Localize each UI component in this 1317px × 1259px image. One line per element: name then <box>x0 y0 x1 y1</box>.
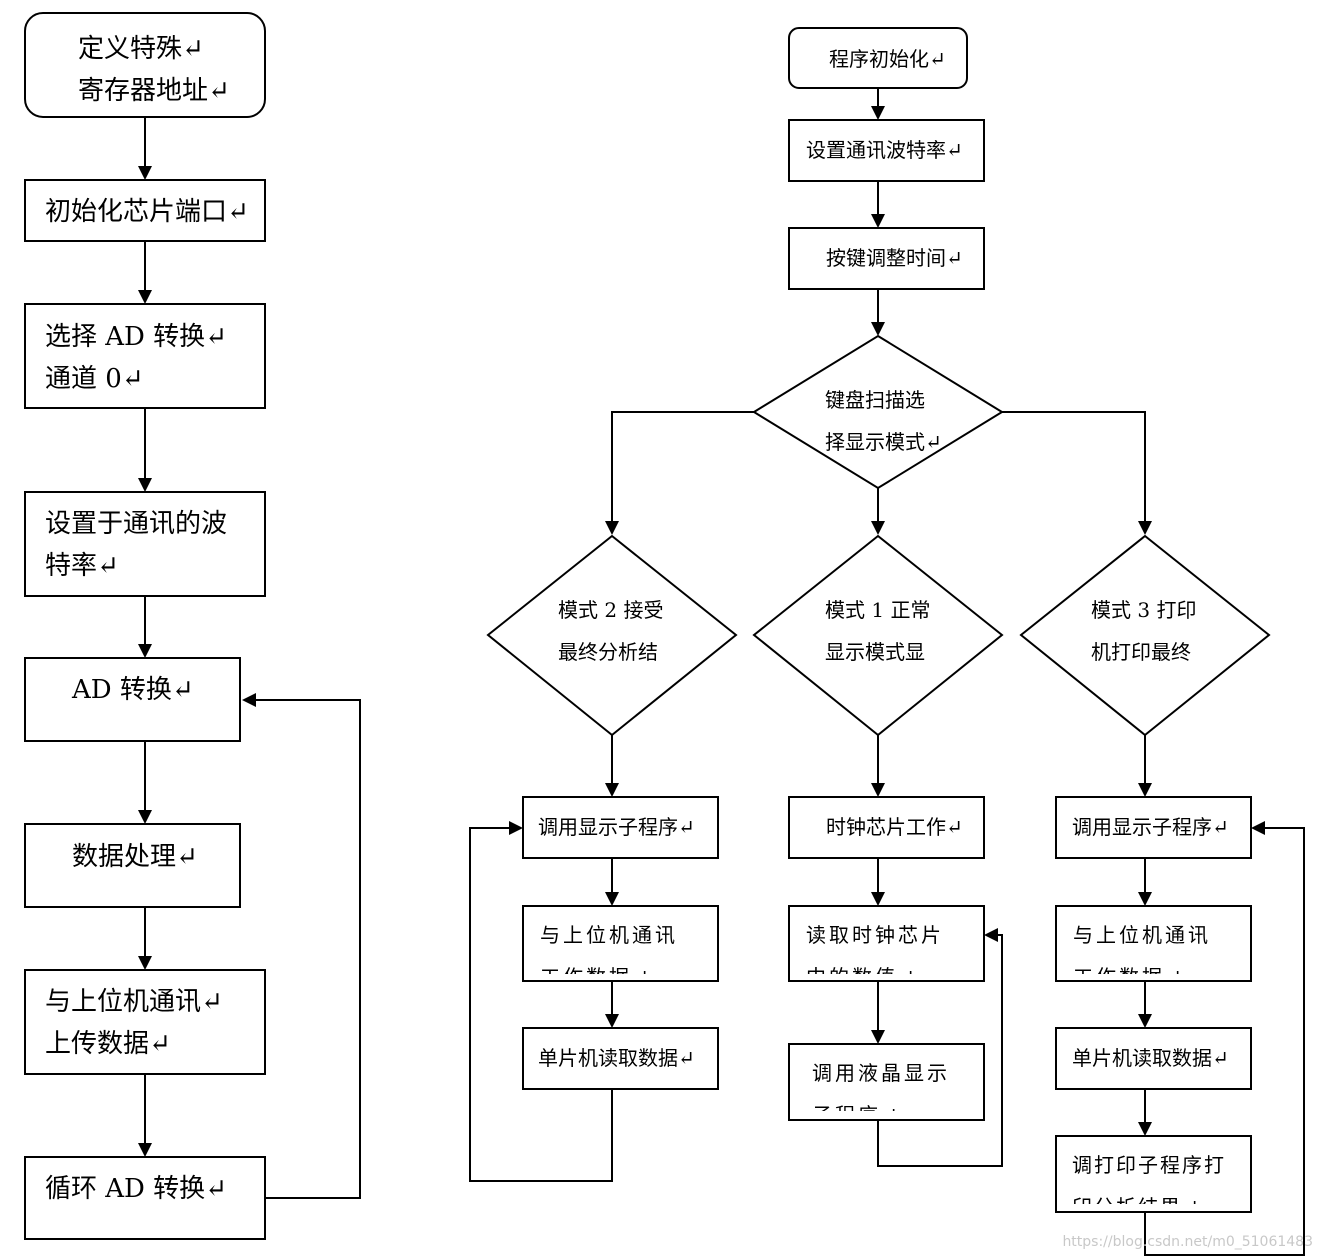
m3-upload-node <box>1055 905 1252 982</box>
select-ad-channel-node <box>24 303 266 409</box>
m2-read-data-label: 单片机读取数据↵ <box>538 1046 695 1070</box>
loop-ad-node <box>24 1156 266 1240</box>
m1-read-clock-node <box>788 905 985 982</box>
m3-read-data-label: 单片机读取数据↵ <box>1072 1046 1229 1070</box>
m3-call-display-label: 调用显示子程序↵ <box>1072 815 1229 839</box>
key-adjust-time-label: 按键调整时间↵ <box>826 246 963 270</box>
ad-convert-label: AD 转换↵ <box>71 675 194 705</box>
m2-read-data-node <box>522 1027 719 1090</box>
m3-print-node <box>1055 1135 1252 1213</box>
upload-data-node <box>24 969 266 1075</box>
mode3-label: 模式 3 打印机打印最终 <box>1091 598 1196 664</box>
program-init-label: 程序初始化↵ <box>829 47 946 71</box>
right-connectors <box>469 88 1305 1256</box>
mode1-label: 模式 1 正常显示模式显 <box>825 598 930 664</box>
right-flowchart: 程序初始化↵ 设置通讯波特率↵ 按键调整时间↵ 键盘扫描选择显示模式↵ 模式 2… <box>469 27 1305 1256</box>
m1-read-clock-label: 读取时钟芯片中的数值↵ <box>806 923 944 989</box>
m3-print-label: 调打印子程序打印分析结果↵ <box>1072 1153 1226 1219</box>
process-data-label: 数据处理↵ <box>72 842 198 872</box>
mode2-label: 模式 2 接受最终分析结 <box>558 598 663 664</box>
m3-upload-label: 与上位机通讯工作数据↵ <box>1073 923 1211 989</box>
left-flowchart: 定义特殊↵寄存器地址↵ 初始化芯片端口↵ 选择 AD 转换↵通道 0↵ 设置于通… <box>24 12 361 1240</box>
m3-read-data-node <box>1055 1027 1252 1090</box>
m2-upload-label: 与上位机通讯工作数据↵ <box>540 923 678 989</box>
loop-ad-label: 循环 AD 转换↵ <box>45 1174 227 1204</box>
keyboard-scan-decision <box>752 334 1004 490</box>
init-ports-node <box>24 179 266 242</box>
m1-clock-chip-label: 时钟芯片工作↵ <box>826 815 963 839</box>
define-registers-label: 定义特殊↵寄存器地址↵ <box>78 34 230 106</box>
init-ports-label: 初始化芯片端口↵ <box>45 197 249 227</box>
set-baud-label: 设置于通讯的波特率↵ <box>45 509 227 581</box>
m3-call-display-node <box>1055 796 1252 859</box>
mode2-decision <box>486 534 738 737</box>
mode1-decision <box>752 534 1004 737</box>
select-ad-channel-label: 选择 AD 转换↵通道 0↵ <box>45 322 227 394</box>
set-comm-baud-label: 设置通讯波特率↵ <box>806 138 963 162</box>
define-registers-node <box>24 12 266 118</box>
left-connectors <box>138 117 361 1199</box>
upload-data-label: 与上位机通讯↵上传数据↵ <box>45 987 223 1059</box>
m2-call-display-node <box>522 796 719 859</box>
m2-upload-node <box>522 905 719 982</box>
watermark: https://blog.csdn.net/m0_51061483 <box>1062 1234 1313 1250</box>
set-comm-baud-node <box>788 119 985 182</box>
keyboard-scan-label: 键盘扫描选择显示模式↵ <box>825 388 942 454</box>
process-data-node <box>24 823 241 908</box>
m2-call-display-label: 调用显示子程序↵ <box>538 815 695 839</box>
mode3-decision <box>1019 534 1271 737</box>
key-adjust-time-node <box>788 227 985 290</box>
ad-convert-node <box>24 657 241 742</box>
m1-lcd-label: 调用液晶显示子程序↵ <box>812 1061 950 1127</box>
program-init-node <box>788 27 968 89</box>
m1-clock-chip-node <box>788 796 985 859</box>
set-baud-node <box>24 491 266 597</box>
m1-lcd-node <box>788 1043 985 1121</box>
